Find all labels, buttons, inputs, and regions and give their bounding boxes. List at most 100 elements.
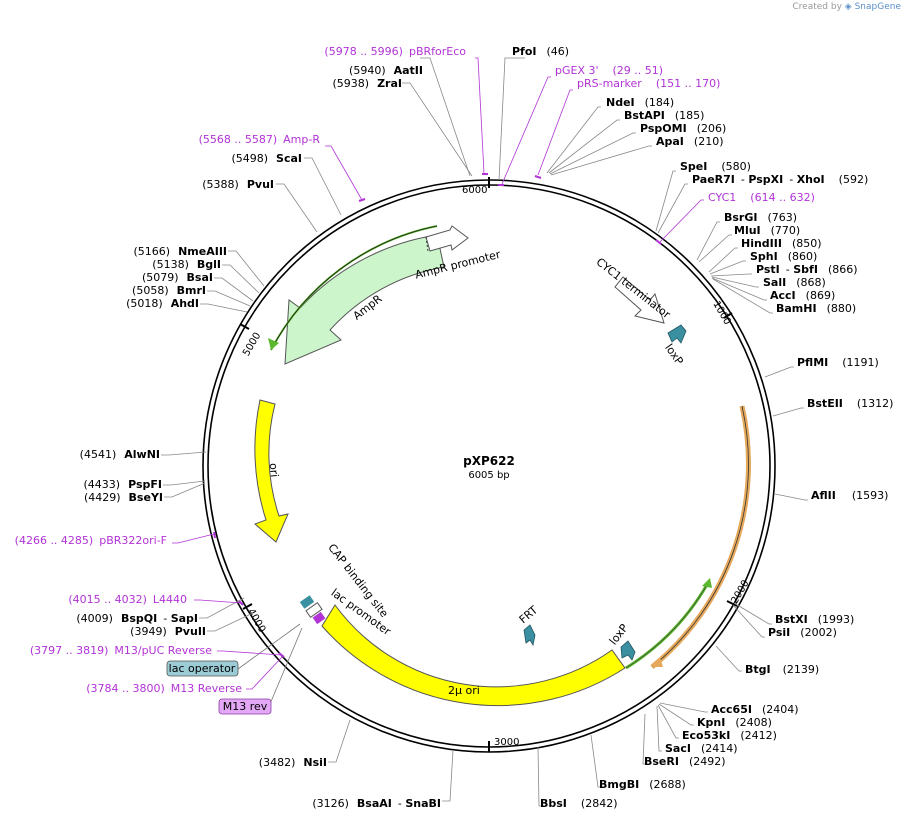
cyc1-terminator-arrow bbox=[614, 276, 665, 324]
leader-pvuii bbox=[207, 612, 254, 632]
enzyme-sali[interactable]: SalI(868) bbox=[763, 276, 826, 289]
primer-m13-reverse[interactable]: (3784 .. 3800)M13 Reverse bbox=[86, 682, 242, 695]
leader-bspqi bbox=[199, 597, 245, 619]
m13-rev-tag-box bbox=[218, 698, 272, 715]
primer-leader-m13rev bbox=[246, 656, 283, 690]
primer-leader-cyc1 bbox=[659, 199, 704, 243]
enzyme-saci[interactable]: SacI(2414) bbox=[665, 742, 738, 755]
enzyme-psti[interactable]: PstI- SbfI(866) bbox=[756, 263, 858, 276]
enzyme-pvui[interactable]: (5388)PvuI bbox=[202, 178, 274, 191]
enzyme-bsai[interactable]: (5079)BsaI bbox=[142, 271, 213, 284]
enzyme-bbsi[interactable]: BbsI(2842) bbox=[540, 797, 617, 810]
enzyme-leaders bbox=[161, 57, 808, 807]
enzyme-pspomi[interactable]: PspOMI(206) bbox=[640, 122, 726, 135]
enzyme-bstxi[interactable]: BstXI(1993) bbox=[775, 613, 854, 626]
primer-leader-pbr322ori bbox=[172, 533, 215, 544]
two-mu-ori-arc bbox=[321, 604, 626, 707]
enzyme-bspqi[interactable]: (4009)BspQI- SapI bbox=[76, 612, 198, 625]
enzyme-aatii[interactable]: (5940)AatII bbox=[349, 64, 423, 77]
ori-arrow bbox=[254, 399, 289, 543]
leader-hindiii bbox=[708, 247, 738, 273]
enzyme-nsii[interactable]: (3482)NsiI bbox=[259, 756, 327, 769]
leader-zrai bbox=[402, 82, 473, 177]
lac-operator-tag[interactable]: lac operator bbox=[166, 623, 301, 677]
enzyme-acci[interactable]: AccI(869) bbox=[770, 289, 835, 302]
enzyme-nmeaiii[interactable]: (5166)NmeAIII bbox=[134, 245, 228, 258]
leader-scai bbox=[304, 157, 342, 216]
enzyme-bamhi[interactable]: BamHI(880) bbox=[776, 302, 856, 315]
enzyme-mlui[interactable]: MluI(770) bbox=[734, 224, 800, 237]
enzyme-eco53ki[interactable]: Eco53kI(2412) bbox=[682, 729, 777, 742]
loxp-bottom-arrow bbox=[620, 640, 636, 661]
m13-rev-leader bbox=[269, 627, 303, 705]
primer-pgex3[interactable]: pGEX 3'(29 .. 51) bbox=[555, 64, 663, 77]
primer-l4440[interactable]: (4015 .. 4032)L4440 bbox=[68, 593, 187, 606]
credit-prefix: Created by bbox=[792, 2, 842, 12]
primer-mark-pbr322ori bbox=[213, 531, 216, 539]
leader-aatii bbox=[420, 57, 471, 177]
enzyme-hindiii[interactable]: HindIII(850) bbox=[741, 237, 822, 250]
leader-bsrgi bbox=[696, 221, 720, 261]
frt-feature[interactable]: FRT bbox=[517, 603, 541, 647]
enzyme-bstapi[interactable]: BstAPI(185) bbox=[624, 109, 704, 122]
frt-arrow bbox=[523, 624, 536, 647]
primer-cyc1[interactable]: CYC1(614 .. 632) bbox=[708, 191, 815, 204]
two-mu-ori-label: 2μ ori bbox=[448, 684, 480, 697]
primer-leader-m13puc bbox=[217, 650, 282, 656]
primer-leader-pgex3 bbox=[501, 76, 551, 185]
leader-bmgbi bbox=[590, 734, 601, 788]
enzyme-bgli[interactable]: (5138)BglI bbox=[152, 258, 221, 271]
enzyme-bmgbi[interactable]: BmgBI(2688) bbox=[599, 778, 686, 791]
leader-pflmi bbox=[764, 366, 794, 378]
enzyme-pvuii[interactable]: (3949)PvuII bbox=[130, 625, 206, 638]
enzyme-bsaai[interactable]: (3126)BsaAI- SnaBI bbox=[312, 797, 441, 810]
enzyme-bsteii[interactable]: BstEII(1312) bbox=[807, 397, 893, 410]
enzyme-kpni[interactable]: KpnI(2408) bbox=[697, 716, 772, 729]
tick-label-6000: 6000 bbox=[462, 185, 487, 196]
two-mu-ori-feature[interactable]: 2μ ori bbox=[321, 604, 626, 707]
enzyme-spei[interactable]: SpeI(580) bbox=[680, 160, 751, 173]
loxp-top-feature[interactable]: loxP bbox=[662, 324, 687, 368]
leader-sali bbox=[711, 276, 759, 288]
leader-eco53ki bbox=[657, 704, 679, 739]
enzyme-btgi[interactable]: BtgI(2139) bbox=[745, 663, 819, 676]
cyc1-terminator-feature[interactable]: CYC1 terminator bbox=[594, 255, 673, 324]
enzyme-ahdi[interactable]: (5018)AhdI bbox=[126, 297, 199, 310]
enzyme-bmri[interactable]: (5058)BmrI bbox=[132, 284, 206, 297]
enzyme-pspfi[interactable]: (4433)PspFI bbox=[84, 478, 162, 491]
enzyme-aflii[interactable]: AflII(1593) bbox=[811, 489, 888, 502]
enzyme-bsrgi[interactable]: BsrGI(763) bbox=[724, 211, 797, 224]
snapgene-credit: Created by ◈ SnapGene bbox=[792, 2, 901, 12]
leader-bgli bbox=[222, 264, 260, 294]
leader-mlui bbox=[698, 234, 732, 263]
primer-m13-puc-reverse[interactable]: (3797 .. 3819)M13/pUC Reverse bbox=[30, 644, 212, 657]
enzyme-paer7i[interactable]: PaeR7I- PspXI- XhoI(592) bbox=[692, 173, 868, 186]
enzyme-bseri[interactable]: BseRI(2492) bbox=[644, 755, 726, 768]
enzyme-pfoi[interactable]: PfoI(46) bbox=[512, 45, 569, 58]
enzyme-acc65i[interactable]: Acc65I(2404) bbox=[711, 703, 799, 716]
enzyme-apai[interactable]: ApaI(210) bbox=[656, 135, 724, 148]
primer-amp-r[interactable]: (5568 .. 5587)Amp-R bbox=[199, 133, 321, 146]
primer-pbrforeco[interactable]: (5978 .. 5996)pBRforEco bbox=[324, 45, 466, 58]
enzyme-pflmi[interactable]: PflMI(1191) bbox=[797, 356, 879, 369]
enzyme-bseyi[interactable]: (4429)BseYI bbox=[84, 491, 163, 504]
enzyme-scai[interactable]: (5498)ScaI bbox=[231, 152, 302, 165]
enzyme-alwni[interactable]: (4541)AlwNI bbox=[80, 448, 160, 461]
plasmid-name: pXP622 bbox=[463, 454, 515, 468]
enzyme-psii[interactable]: PsiI(2002) bbox=[768, 626, 837, 639]
leader-ndei bbox=[546, 106, 601, 174]
orange-arc-arrowhead bbox=[652, 657, 663, 667]
primer-mark-prs bbox=[534, 175, 542, 179]
ampr-feature[interactable]: AmpR bbox=[268, 225, 445, 365]
leader-saci bbox=[656, 705, 662, 752]
ori-feature[interactable]: ori bbox=[254, 399, 289, 543]
enzyme-zrai[interactable]: (5938)ZraI bbox=[333, 77, 403, 90]
snapgene-logo-icon: ◈ bbox=[844, 2, 852, 12]
primer-prs-marker[interactable]: pRS-marker(151 .. 170) bbox=[577, 77, 720, 90]
m13-rev-tag[interactable]: M13 rev bbox=[218, 627, 303, 715]
m13-rev-tag-label: M13 rev bbox=[223, 700, 268, 713]
enzyme-sphi[interactable]: SphI(860) bbox=[750, 250, 817, 263]
enzyme-ndei[interactable]: NdeI(184) bbox=[606, 96, 674, 109]
primer-pbr322ori-f[interactable]: (4266 .. 4285)pBR322ori-F bbox=[15, 534, 167, 547]
